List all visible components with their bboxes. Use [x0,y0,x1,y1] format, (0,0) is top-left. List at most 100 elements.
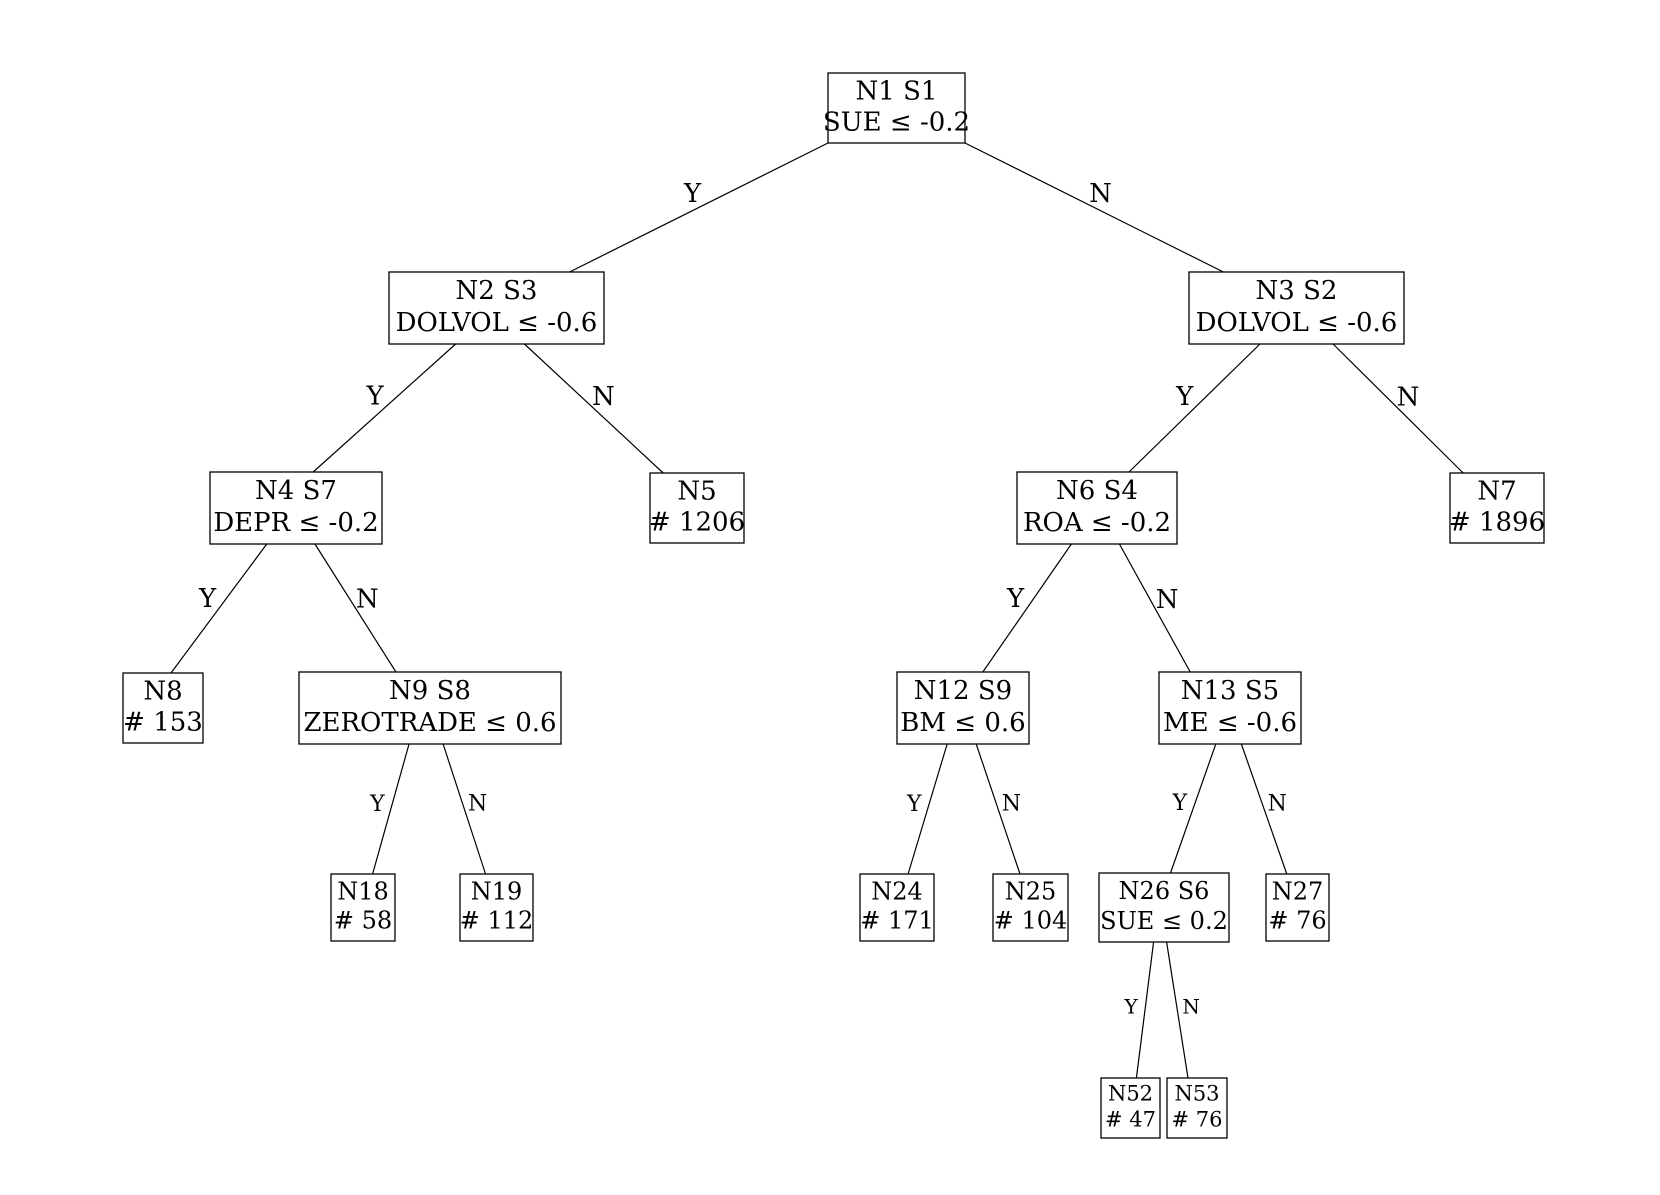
node-title: N1 S1 [856,77,938,107]
node-title: N2 S3 [456,276,538,306]
node-n25: N25# 104 [992,873,1069,942]
node-title: N7 [1477,477,1516,507]
node-n7: N7# 1896 [1449,472,1545,544]
node-box [649,472,745,544]
edge-label-N9-N18: Y [369,792,385,817]
node-title: N24 [871,877,923,905]
edge-N9-N18 [372,743,410,875]
node-detail: ROA ≤ -0.2 [1023,508,1171,538]
edge-label-N26-N52: Y [1124,995,1139,1019]
edge-N12-N25 [975,743,1021,875]
node-detail: SUE ≤ 0.2 [1100,907,1228,935]
node-detail: ZEROTRADE ≤ 0.6 [303,708,556,738]
node-detail: # 171 [860,907,934,935]
node-title: N25 [1005,877,1057,905]
node-box [1188,271,1405,345]
node-n5: N5# 1206 [649,472,745,544]
node-n53: N53 # 76 [1166,1077,1228,1139]
edge-label-N12-N25: N [1002,792,1021,817]
node-n18: N18# 58 [330,873,396,942]
edge-label-N4-N8: Y [198,584,217,614]
edge-N3-N6 [1128,343,1261,473]
edge-label-N1-N2: Y [683,179,702,209]
node-box [896,671,1030,745]
edge-N2-N5 [524,343,664,474]
node-box [1098,872,1230,943]
edge-label-N3-N7: N [1397,383,1420,413]
node-detail: # 47 [1105,1108,1156,1132]
edge-N13-N27 [1240,743,1288,875]
node-title: N5 [677,477,716,507]
node-detail: BM ≤ 0.6 [900,708,1025,738]
node-detail: # 58 [334,907,392,935]
node-title: N18 [337,877,389,905]
node-box [1265,873,1330,942]
node-box [459,873,534,942]
edge-N9-N19 [442,743,487,875]
edge-N4-N9 [314,543,397,673]
edge-label-N3-N6: Y [1175,382,1194,412]
node-title: N26 S6 [1119,877,1210,905]
node-title: N19 [471,877,523,905]
node-title: N53 [1174,1081,1219,1105]
node-title: N52 [1108,1081,1153,1105]
node-detail: # 76 [1172,1108,1223,1132]
edge-label-N2-N5: N [592,382,615,412]
edge-label-N2-N4: Y [365,382,384,412]
edge-N26-N53 [1166,941,1189,1079]
node-detail: # 104 [994,907,1068,935]
edge-label-N4-N9: N [356,585,379,615]
node-box [1158,671,1302,745]
node-detail: DOLVOL ≤ -0.6 [396,308,598,338]
node-box [298,671,562,745]
node-box [1100,1077,1161,1139]
edge-N1-N3 [964,142,1224,273]
node-title: N12 S9 [914,676,1012,706]
edge-N6-N13 [1118,543,1191,673]
node-title: N8 [143,677,182,707]
node-box [1166,1077,1228,1139]
node-box [1016,471,1178,545]
node-detail: ME ≤ -0.6 [1163,708,1297,738]
node-title: N27 [1272,877,1324,905]
edge-label-N6-N12: Y [1006,584,1025,614]
node-title: N13 S5 [1181,676,1279,706]
node-detail: # 153 [123,707,203,737]
node-n24: N24# 171 [859,873,935,942]
node-detail: # 76 [1268,907,1326,935]
edge-label-N9-N19: N [468,792,487,817]
edge-N2-N4 [312,343,457,473]
node-title: N9 S8 [389,676,471,706]
node-detail: # 112 [460,907,534,935]
node-n27: N27# 76 [1265,873,1330,942]
node-title: N3 S2 [1256,276,1338,306]
node-box [992,873,1069,942]
edge-label-N13-N26: Y [1172,791,1188,816]
node-title: N6 S4 [1056,476,1138,506]
node-box [827,72,966,144]
node-detail: # 1206 [649,507,745,537]
node-box [122,672,204,744]
node-box [209,471,383,545]
edge-N3-N7 [1332,343,1464,474]
node-n8: N8# 153 [122,672,204,744]
node-n52: N52 # 47 [1100,1077,1161,1139]
edge-label-N6-N13: N [1156,585,1179,615]
node-box [1449,472,1545,544]
edge-label-N12-N24: Y [906,792,922,817]
edge-N4-N8 [170,543,268,674]
node-detail: SUE ≤ -0.2 [823,107,970,137]
edge-N13-N26 [1169,743,1217,874]
node-box [330,873,396,942]
node-title: N4 S7 [255,476,337,506]
